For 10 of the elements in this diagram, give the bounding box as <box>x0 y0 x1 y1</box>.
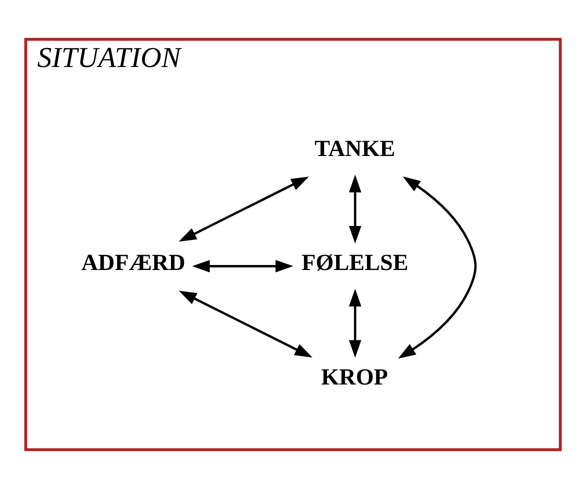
arrow <box>178 176 309 242</box>
node-text: KROP <box>321 363 388 390</box>
arrow <box>178 290 312 358</box>
node-text: ADFÆRD <box>81 249 186 276</box>
arrow <box>348 174 362 244</box>
node-text: TANKE <box>314 135 396 162</box>
arrow <box>192 260 294 272</box>
arrow <box>348 288 362 358</box>
node-text: FØLELSE <box>302 249 408 276</box>
arrow <box>398 176 477 359</box>
